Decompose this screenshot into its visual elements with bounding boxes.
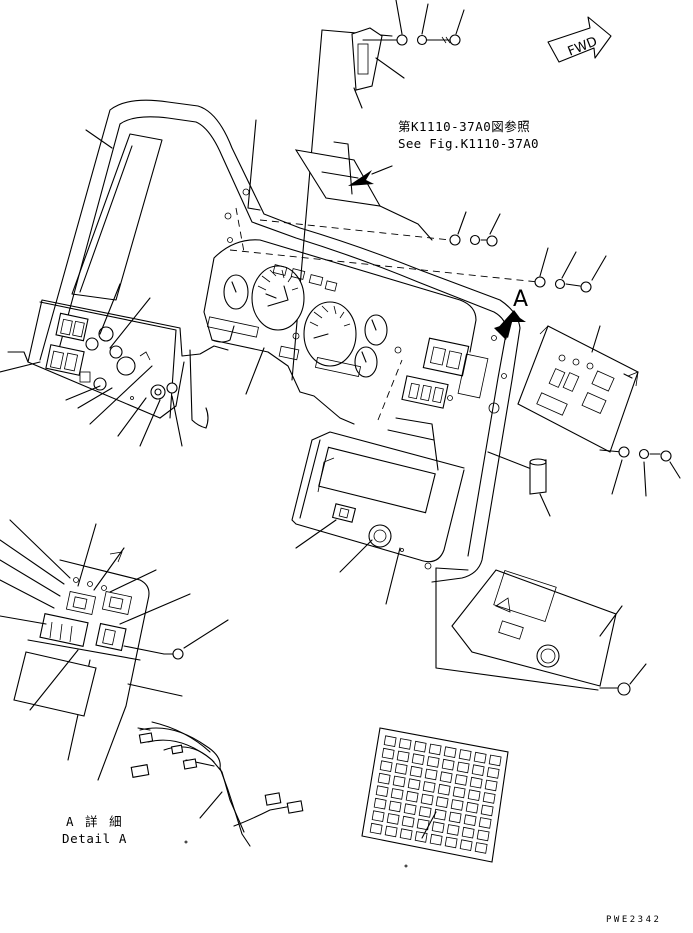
label-cell — [450, 799, 464, 811]
gauge-icon — [223, 274, 249, 310]
label-cell — [383, 735, 397, 747]
label-cell — [373, 797, 387, 810]
label-cell — [437, 783, 451, 796]
label-cell — [379, 760, 393, 772]
label-cell — [396, 750, 410, 763]
detail-caption-japanese: A 詳 細 — [66, 814, 124, 829]
view-marker-label: A — [513, 287, 529, 312]
right-mounting-bracket — [487, 325, 681, 497]
label-cell — [461, 826, 475, 839]
label-cell — [441, 758, 455, 771]
label-cell — [392, 775, 406, 788]
label-cell — [465, 801, 479, 814]
label-cell — [435, 796, 449, 808]
label-cell — [439, 771, 453, 783]
label-cell — [471, 764, 485, 776]
gauge-icon — [354, 346, 378, 378]
fastener-row-upper — [259, 211, 501, 247]
lower-console — [291, 431, 465, 605]
upper-bracket-assembly — [291, 0, 465, 381]
label-cell — [484, 779, 498, 792]
label-cell — [456, 761, 470, 774]
label-cell — [407, 778, 421, 790]
label-cell — [401, 815, 415, 828]
label-cell — [399, 828, 413, 840]
label-cell — [429, 833, 443, 846]
lower-right-plate — [435, 567, 647, 696]
label-cell — [381, 747, 395, 760]
label-cell — [384, 825, 398, 838]
label-cell — [416, 818, 430, 831]
label-cell — [482, 792, 496, 804]
screw-icon — [437, 34, 461, 46]
label-cell — [448, 811, 462, 824]
forward-arrow-icon: FWD — [547, 16, 612, 63]
label-cell — [486, 767, 500, 779]
view-direction-arrow-icon — [494, 310, 526, 340]
label-cell — [458, 749, 472, 761]
fastener-row-lower — [229, 247, 607, 293]
detail-caption-english: Detail A — [62, 831, 128, 846]
label-cell — [476, 829, 490, 842]
label-cell — [398, 738, 412, 750]
label-cell — [444, 836, 458, 849]
label-cell — [446, 824, 460, 836]
label-cell — [459, 839, 473, 851]
screw-icon — [163, 648, 184, 660]
screw-icon — [599, 682, 631, 696]
label-cell — [473, 751, 487, 764]
label-cell — [411, 753, 425, 765]
cylinder-part — [529, 458, 551, 517]
label-cell — [478, 817, 492, 829]
label-cell — [469, 776, 483, 789]
gauge-icon — [251, 265, 305, 331]
label-sheet — [361, 727, 509, 868]
gauge-cluster — [207, 264, 402, 378]
gauge-icon — [303, 301, 357, 367]
drawing-code: PWE2342 — [606, 915, 662, 925]
label-cell — [418, 806, 432, 818]
label-cell — [403, 803, 417, 815]
label-cell — [428, 743, 442, 756]
label-cell — [454, 774, 468, 786]
gauge-icon — [364, 314, 388, 346]
switch-panel-left — [0, 129, 183, 447]
label-cell — [452, 786, 466, 799]
label-cell — [426, 756, 440, 768]
label-cell — [405, 790, 419, 803]
label-cell — [488, 754, 502, 767]
screw-icon — [649, 450, 672, 462]
reference-note-english: See Fig.K1110-37A0 — [398, 136, 539, 151]
label-cell — [424, 768, 438, 781]
label-cell — [413, 740, 427, 753]
label-sheet-grid — [369, 735, 502, 854]
label-cell — [420, 793, 434, 806]
reference-bracket — [294, 141, 433, 241]
screw-icon — [565, 281, 592, 293]
reference-note-japanese: 第K1110-37A0図参照 — [398, 119, 531, 134]
label-cell — [375, 785, 389, 797]
label-cell — [409, 765, 423, 778]
detail-a-view — [0, 519, 229, 781]
label-cell — [443, 746, 457, 758]
label-cell — [390, 788, 404, 800]
label-cell — [463, 814, 477, 826]
wiring-harness — [130, 721, 304, 847]
label-cell — [388, 800, 402, 813]
screw-icon — [481, 235, 498, 247]
label-cell — [414, 831, 428, 843]
label-cell — [369, 822, 383, 835]
label-cell — [422, 781, 436, 793]
dashboard-panel — [27, 99, 521, 583]
label-cell — [377, 772, 391, 785]
label-cell — [467, 789, 481, 801]
label-cell — [431, 821, 445, 833]
label-cell — [474, 842, 488, 854]
label-cell — [371, 810, 385, 822]
label-cell — [394, 763, 408, 775]
label-cell — [386, 813, 400, 825]
switch-panel-right — [387, 337, 489, 471]
label-cell — [480, 804, 494, 817]
